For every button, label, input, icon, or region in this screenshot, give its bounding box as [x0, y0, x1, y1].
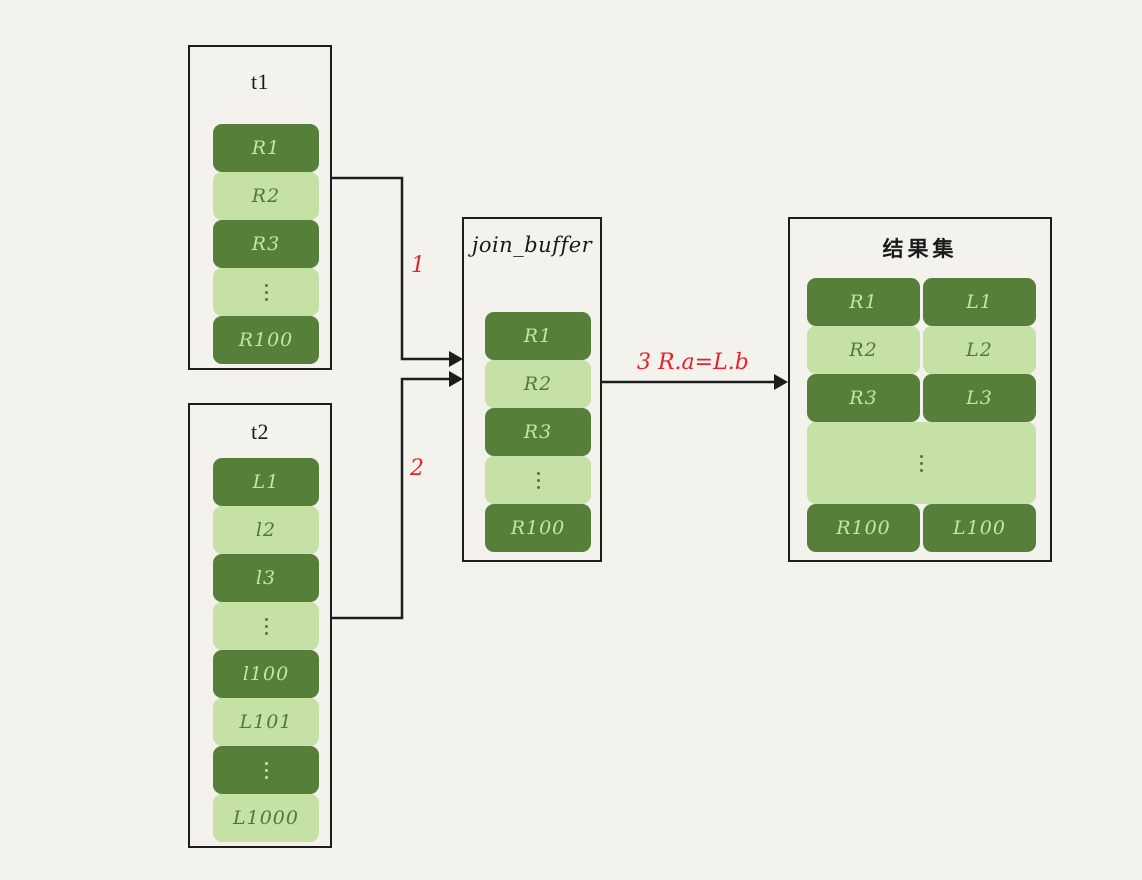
pill-label: R2 — [523, 373, 553, 395]
pill-label: l100 — [242, 663, 290, 685]
annotation-step-3-join-condition: 3 R.a=L.b — [637, 350, 749, 375]
pill-label: R3 — [251, 233, 281, 255]
wire-t1-to-joinbuffer — [332, 176, 449, 361]
pill-label: L1 — [252, 471, 280, 493]
arrowhead-wire-1 — [449, 351, 463, 367]
pill-t2-row-3: l3 — [213, 554, 319, 602]
arrowhead-wire-2 — [449, 371, 463, 387]
pill-label: l3 — [255, 567, 277, 589]
pill-label: L100 — [953, 517, 1006, 539]
vertical-ellipsis-icon — [264, 761, 268, 779]
pill-label: R100 — [836, 517, 891, 539]
pill-result-row-5-left: R100 — [807, 504, 920, 552]
annotation-step-1: 1 — [411, 253, 425, 278]
pill-result-row-2-left: R2 — [807, 326, 920, 374]
table-title-result-set: 结果集 — [882, 236, 958, 261]
pill-result-row-3-right: L3 — [923, 374, 1036, 422]
pill-result-row-5-right: L100 — [923, 504, 1036, 552]
vertical-ellipsis-icon — [536, 471, 540, 489]
pill-label: R3 — [849, 387, 878, 409]
arrowhead-wire-3 — [774, 374, 788, 390]
pill-result-row-1-left: R1 — [807, 278, 920, 326]
pill-t2-row-ellipsis-2 — [213, 746, 319, 794]
pill-t1-row-1: R1 — [213, 124, 319, 172]
wire-t2-to-joinbuffer — [332, 377, 449, 620]
pill-label: L1 — [966, 291, 993, 313]
annotation-step-2: 2 — [410, 456, 424, 481]
pill-joinbuffer-row-3: R3 — [485, 408, 591, 456]
pill-label: l2 — [255, 519, 277, 541]
pill-label: L101 — [239, 711, 293, 733]
table-title-join-buffer: join_buffer — [471, 233, 593, 257]
pill-t2-row-ellipsis-1 — [213, 602, 319, 650]
pill-label: R2 — [849, 339, 878, 361]
pill-label: R3 — [523, 421, 553, 443]
vertical-ellipsis-icon — [264, 617, 268, 635]
pill-t2-row-1: L1 — [213, 458, 319, 506]
pill-joinbuffer-row-1: R1 — [485, 312, 591, 360]
pill-result-row-ellipsis — [807, 422, 1036, 504]
pill-result-row-2-right: L2 — [923, 326, 1036, 374]
pill-label: L1000 — [233, 807, 299, 829]
vertical-ellipsis-icon — [920, 454, 923, 472]
table-box-t2: t2 L1 l2 l3 l100 L101 L1000 — [188, 403, 332, 848]
pill-joinbuffer-row-ellipsis — [485, 456, 591, 504]
pill-t2-row-5: l100 — [213, 650, 319, 698]
pill-t1-row-2: R2 — [213, 172, 319, 220]
table-box-join-buffer: join_buffer R1 R2 R3 R100 — [462, 217, 602, 562]
pill-label: R2 — [251, 185, 281, 207]
table-box-t1: t1 R1 R2 R3 R100 — [188, 45, 332, 370]
pill-t2-row-8: L1000 — [213, 794, 319, 842]
pill-label: L2 — [966, 339, 993, 361]
vertical-ellipsis-icon — [264, 283, 268, 301]
table-title-t2: t2 — [250, 419, 270, 444]
pill-result-row-3-left: R3 — [807, 374, 920, 422]
pill-t1-row-ellipsis — [213, 268, 319, 316]
pill-joinbuffer-row-2: R2 — [485, 360, 591, 408]
pill-label: L3 — [966, 387, 993, 409]
pill-label: R1 — [251, 137, 281, 159]
pill-result-row-1-right: L1 — [923, 278, 1036, 326]
pill-t2-row-6: L101 — [213, 698, 319, 746]
pill-label: R1 — [523, 325, 553, 347]
pill-label: R1 — [849, 291, 878, 313]
pill-label: R100 — [510, 517, 566, 539]
pill-t1-row-3: R3 — [213, 220, 319, 268]
pill-t1-row-5: R100 — [213, 316, 319, 364]
table-title-t1: t1 — [250, 69, 270, 94]
pill-joinbuffer-row-5: R100 — [485, 504, 591, 552]
table-box-result-set: 结果集 R1 L1 R2 L2 R3 L3 R100 L10 — [788, 217, 1052, 562]
pill-label: R100 — [238, 329, 294, 351]
pill-t2-row-2: l2 — [213, 506, 319, 554]
